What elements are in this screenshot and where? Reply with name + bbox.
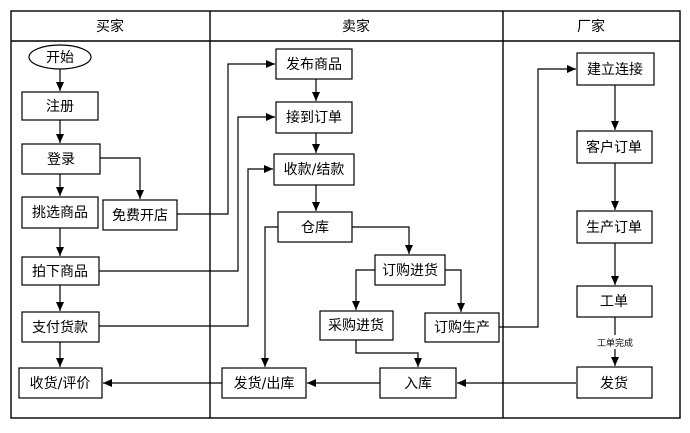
node-browse: 挑选商品 [21,196,99,229]
node-start: 开始 [28,44,92,70]
arrow-freestore-publish [177,60,275,215]
node-ship-label: 发货 [600,375,628,392]
node-purchase-stock: 订购进货 [374,254,446,286]
node-order: 拍下商品 [21,256,100,286]
node-buy-stock: 采购进货 [319,310,394,341]
node-register: 注册 [21,91,99,121]
node-buy-stock-label: 采购进货 [328,317,384,334]
arrow-pay-collect [99,165,273,327]
node-collect-label: 收款/结款 [284,162,345,178]
node-production-order: 生产订单 [576,210,653,244]
node-receive-label: 收货/评价 [30,375,91,392]
arrow-login-freestore [100,157,144,199]
arrow-order-receiveorder [99,113,275,272]
lane-title-seller: 卖家 [342,18,370,35]
node-inbound-label: 入库 [404,376,432,392]
node-customer-order-label: 客户订单 [586,139,642,156]
node-register-label: 注册 [46,99,74,115]
node-purchase-stock-label: 订购进货 [382,262,438,279]
node-receive-order: 接到订单 [275,101,353,134]
node-pay-label: 支付货款 [32,319,88,336]
node-order-production: 订购生产 [424,312,500,343]
arrow-purchasestock-buystock [352,269,375,310]
arrow-buystock-inbound [355,340,422,367]
arrow-warehouse-shipout [261,226,278,367]
node-publish: 发布商品 [275,48,353,80]
connectors [56,60,619,387]
node-warehouse: 仓库 [277,211,353,243]
node-browse-label: 挑选商品 [32,205,88,221]
node-order-production-label: 订购生产 [434,320,490,336]
arrow-warehouse-purchasestock [352,226,413,254]
node-login-label: 登录 [47,152,75,168]
node-work-order: 工单 [576,285,653,318]
node-production-order-label: 生产订单 [586,220,642,236]
node-start-label: 开始 [46,50,74,66]
node-ship-out-label: 发货/出库 [234,375,295,392]
node-warehouse-label: 仓库 [301,220,329,236]
node-publish-label: 发布商品 [286,57,342,73]
node-connect-label: 建立连接 [587,61,643,78]
node-pay: 支付货款 [21,311,100,343]
swimlane-frame [10,10,681,419]
arrow-orderprod-connect [499,65,576,328]
node-login: 登录 [21,143,101,175]
node-receive-order-label: 接到订单 [286,109,342,126]
node-receive: 收货/评价 [18,367,103,399]
node-ship-out: 发货/出库 [221,367,307,399]
lane-title-buyer: 买家 [96,18,124,35]
node-collect: 收款/结款 [273,153,355,186]
node-ship: 发货 [576,366,653,399]
work-done-label: 工单完成 [597,337,633,349]
node-free-store-label: 免费开店 [112,208,168,224]
node-inbound: 入库 [379,367,457,399]
node-work-order-label: 工单 [600,294,628,310]
node-free-store: 免费开店 [102,199,178,231]
node-connect: 建立连接 [576,52,655,86]
work-done-label-bg [590,335,640,349]
lane-title-factory: 厂家 [577,18,605,35]
node-order-label: 拍下商品 [32,264,88,280]
arrow-purchasestock-orderprod [445,269,465,312]
node-customer-order: 客户订单 [576,130,653,164]
